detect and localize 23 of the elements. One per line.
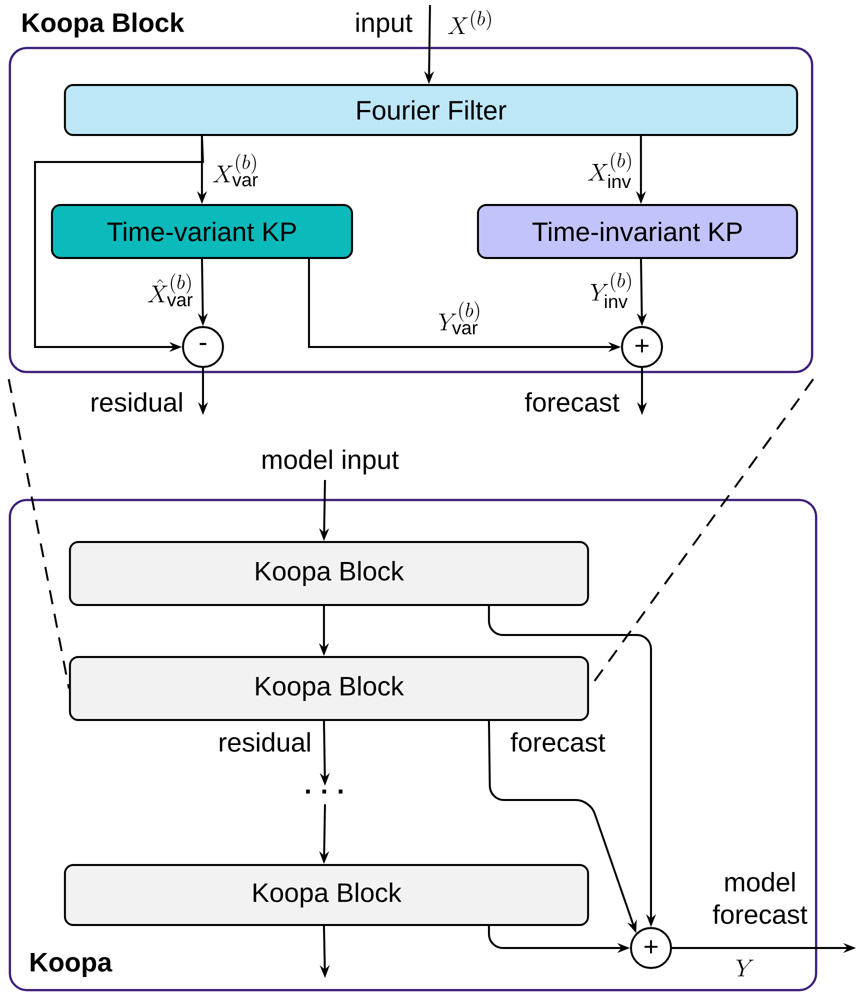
edge-label: residual [92,392,182,412]
block-box: Koopa Block [68,541,590,606]
edge-label: model forecast [712,872,808,924]
edge-label: $Y^{(b)}_{\mathrm{inv}}$ [590,272,631,308]
process-box: Time-invariant KP [476,204,798,259]
dashed-line [8,378,70,689]
edge-label: $\hat{X}^{(b)}_{\mathrm{var}}$ [148,274,193,306]
ellipsis: · · · [306,790,342,794]
math-label: $Y$ [736,960,754,976]
process-box: Time-variant KP [50,204,354,259]
block-box: Koopa Block [68,656,590,721]
edge-label: $Y^{(b)}_{\mathrm{var}}$ [438,302,480,334]
edge-label: forecast [510,732,606,752]
edge-label: input [356,12,412,38]
edge-label: forecast [524,392,620,412]
math-label: $X^{(b)}$ [448,10,491,34]
edge-label: $X^{(b)}_{\mathrm{var}}$ [213,154,258,186]
edge-label: $X^{(b)}_{\mathrm{inv}}$ [588,152,631,188]
edge-label: model input [262,450,399,474]
edge-label: residual [220,732,310,752]
node-label: Koopa Block [22,12,184,38]
filter-box: Fourier Filter [64,84,798,136]
block-box: Koopa Block [64,864,590,926]
